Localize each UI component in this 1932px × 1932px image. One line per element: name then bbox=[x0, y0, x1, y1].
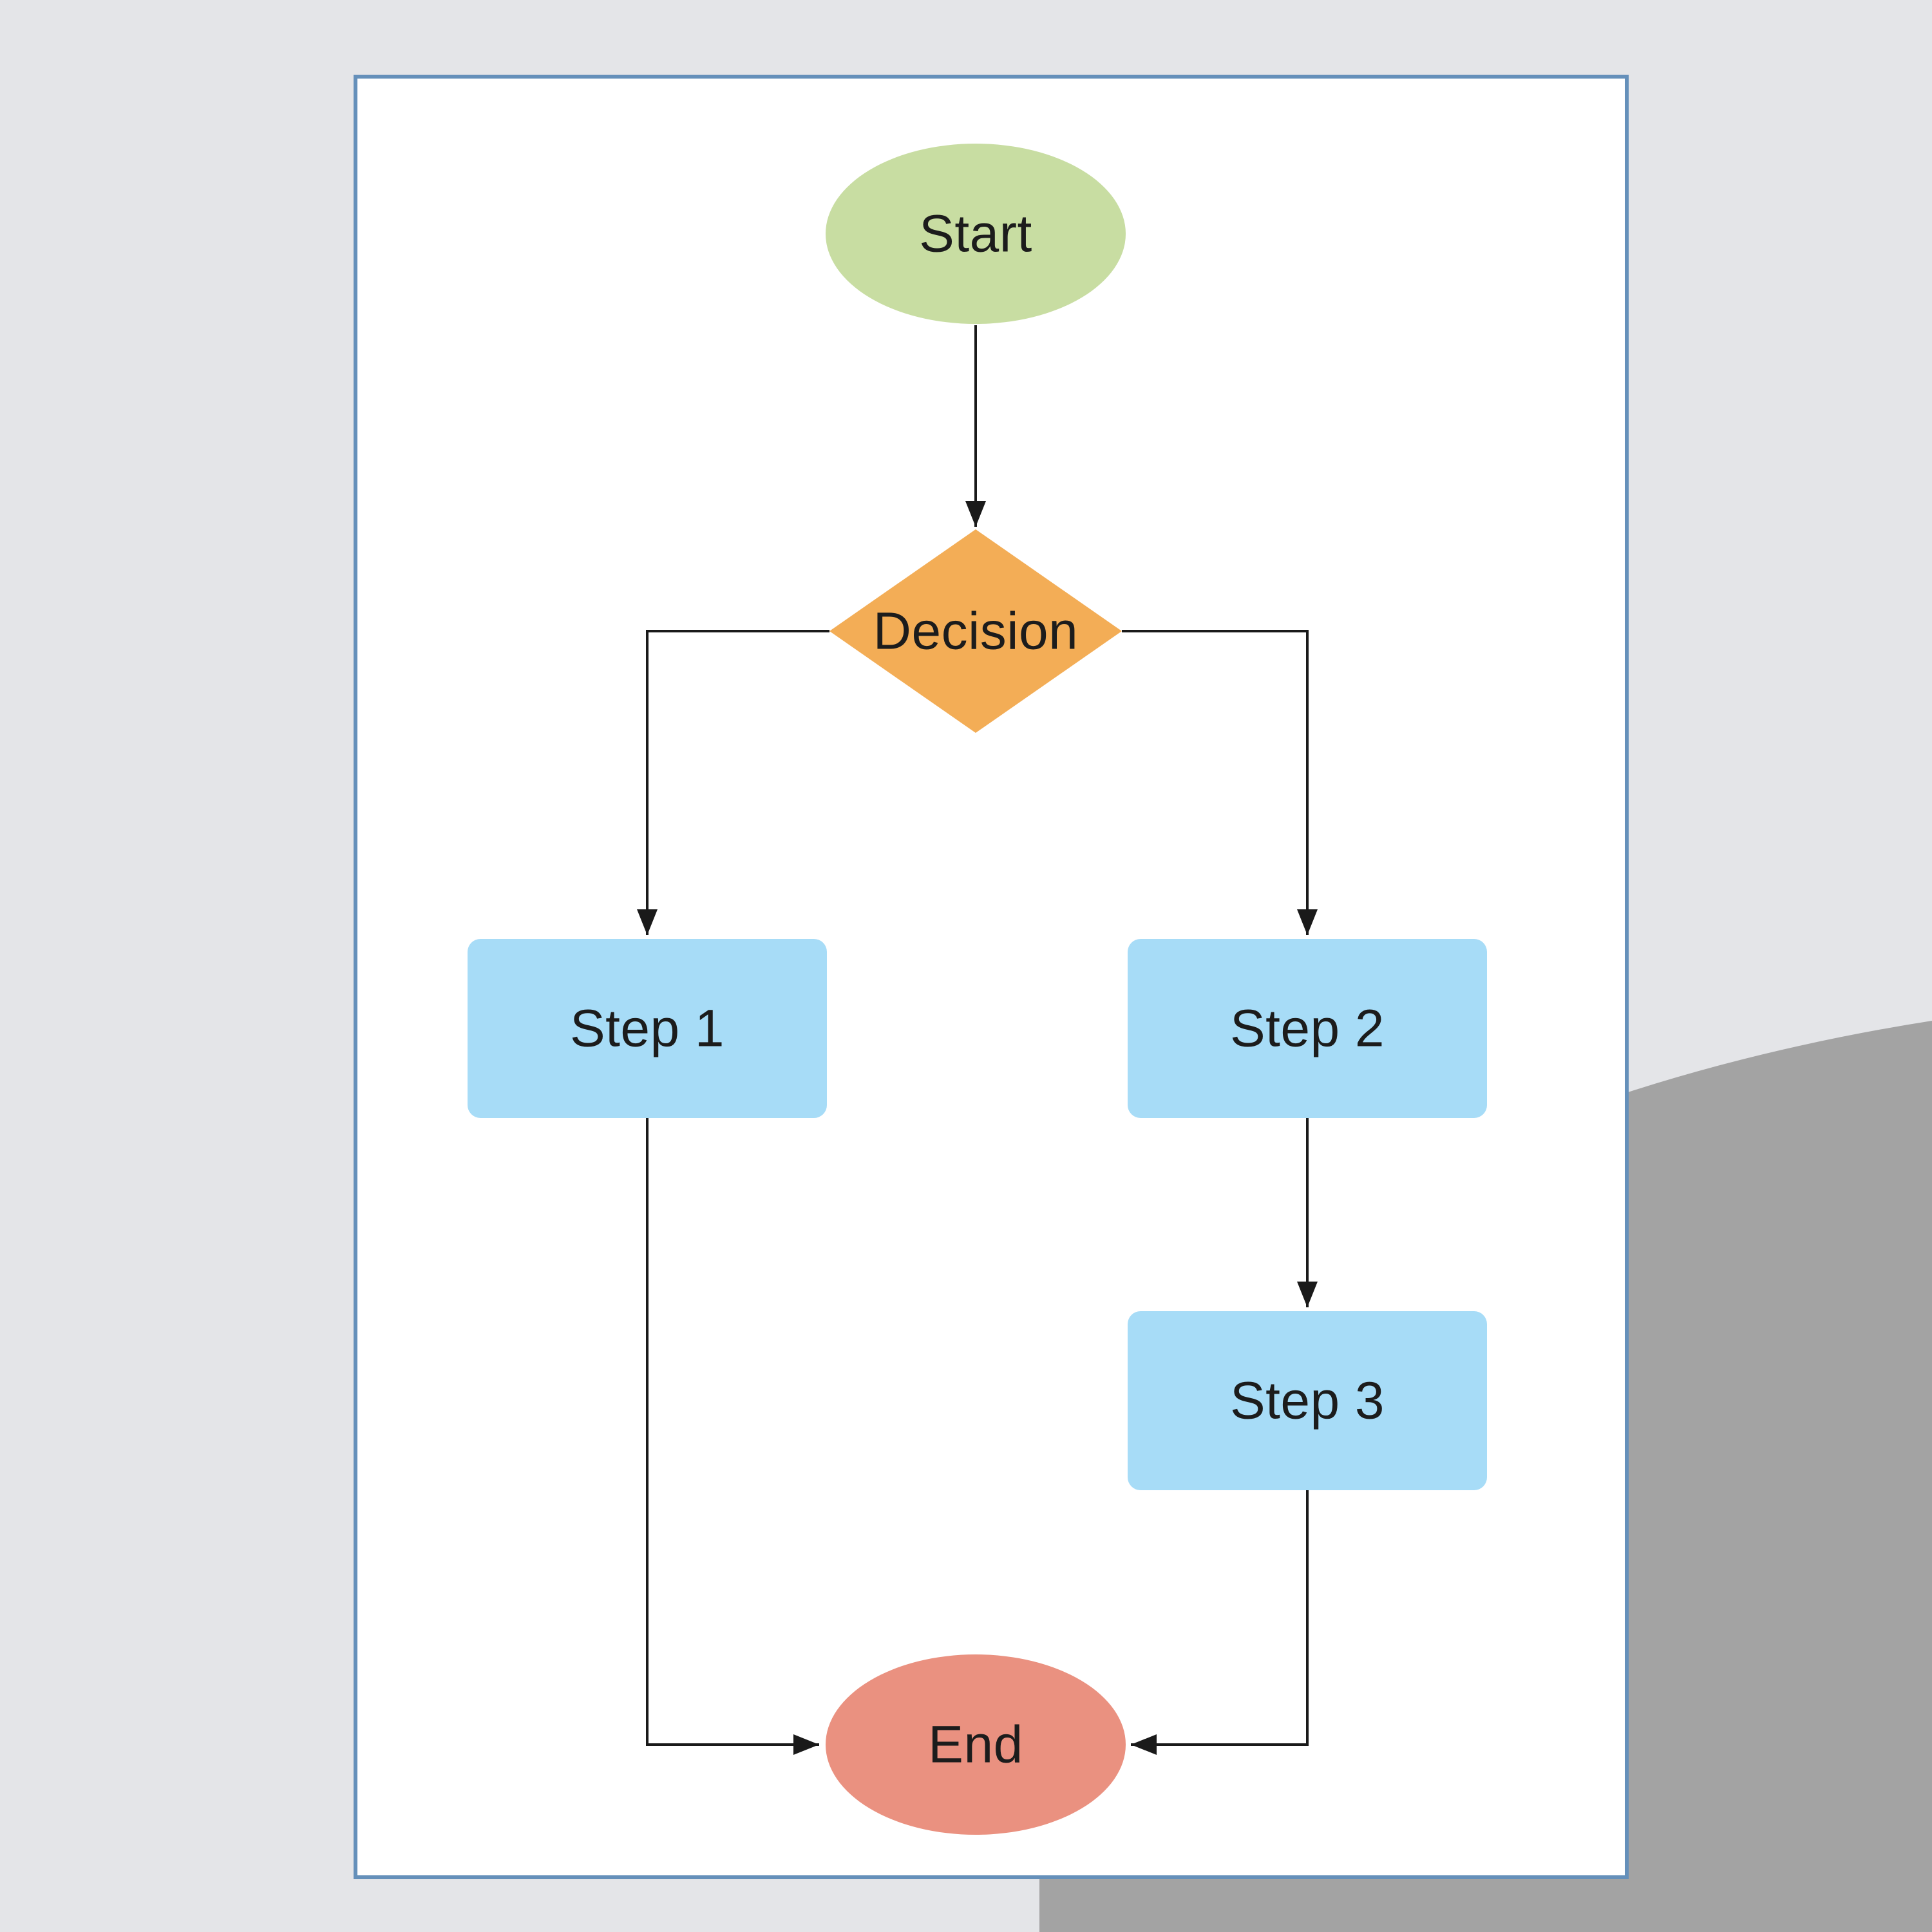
start-node bbox=[826, 144, 1126, 324]
edge-decision-step2 bbox=[1122, 630, 1318, 935]
step2-node bbox=[1128, 939, 1487, 1118]
step3-node-label: Step 3 bbox=[1230, 1372, 1385, 1430]
end-node-label: End bbox=[928, 1716, 1023, 1774]
step2-node-label: Step 2 bbox=[1230, 999, 1385, 1058]
decision-node-label: Decision bbox=[873, 602, 1078, 661]
step3-node bbox=[1128, 1311, 1487, 1490]
edge-step3-end bbox=[1131, 1490, 1309, 1755]
step1-node-label: Step 1 bbox=[570, 999, 724, 1058]
decision-node bbox=[829, 529, 1122, 733]
edge-decision-step1 bbox=[637, 630, 829, 935]
end-node bbox=[826, 1654, 1126, 1835]
edges-group bbox=[637, 325, 1318, 1755]
edge-step1-end bbox=[646, 1118, 819, 1755]
start-node-label: Start bbox=[919, 205, 1032, 263]
step1-node bbox=[468, 939, 827, 1118]
